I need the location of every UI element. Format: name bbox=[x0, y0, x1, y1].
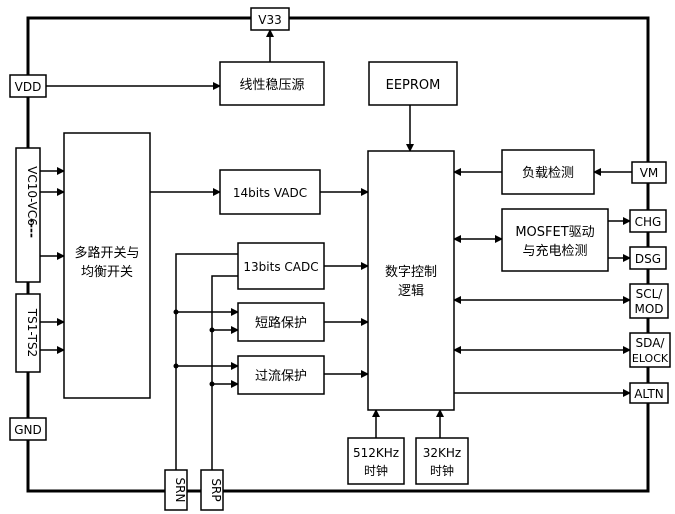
block-eeprom: EEPROM bbox=[368, 61, 458, 106]
block-mosfet-label-2: 与充电检测 bbox=[522, 243, 587, 259]
pin-srn-label: SRN bbox=[173, 478, 187, 503]
pin-ts-label: TS1-TS2 bbox=[25, 308, 39, 357]
block-vadc: 14bits VADC bbox=[219, 169, 321, 215]
pin-v33-label: V33 bbox=[258, 13, 281, 27]
pin-v33: V33 bbox=[250, 7, 290, 31]
pin-scl-mod: SCL/ MOD bbox=[629, 283, 669, 319]
block-mux-label-2: 均衡开关 bbox=[81, 265, 133, 280]
block-digital-label-1: 数字控制 bbox=[385, 265, 437, 280]
pin-vc: VC10-VC6 ---- bbox=[15, 147, 41, 283]
pin-dsg: DSG bbox=[629, 246, 667, 270]
block-ldo: 线性稳压源 bbox=[219, 61, 325, 106]
pin-vdd-label: VDD bbox=[15, 80, 42, 94]
pin-vc-label: VC10-VC6 bbox=[25, 166, 39, 226]
pin-gnd: GND bbox=[9, 417, 47, 441]
block-ldo-label: 线性稳压源 bbox=[239, 77, 304, 93]
block-load-detect-label: 负载检测 bbox=[522, 166, 574, 181]
block-short-label: 短路保护 bbox=[255, 315, 307, 331]
block-digital-logic: 数字控制 逻辑 bbox=[367, 150, 455, 411]
block-mux: 多路开关与 均衡开关 bbox=[63, 132, 151, 399]
pin-scl-label-1: SCL/ bbox=[636, 287, 664, 301]
block-mux-label-1: 多路开关与 bbox=[74, 245, 139, 261]
block-digital-label-2: 逻辑 bbox=[398, 284, 424, 299]
block-cadc: 13bits CADC bbox=[237, 242, 325, 290]
block-vadc-label: 14bits VADC bbox=[233, 186, 307, 200]
pin-altn-label: ALTN bbox=[634, 387, 664, 401]
block-cadc-label: 13bits CADC bbox=[243, 260, 318, 274]
wire-srp-bus bbox=[211, 275, 238, 470]
pin-vc-dots: ---- bbox=[25, 218, 39, 238]
pin-vdd: VDD bbox=[9, 74, 47, 98]
pin-vm-label: VM bbox=[640, 166, 659, 180]
pin-chg: CHG bbox=[629, 209, 667, 233]
pin-sda-label-2: ELOCK bbox=[632, 352, 669, 365]
block-clock-512khz: 512KHz 时钟 bbox=[347, 437, 405, 485]
block-eeprom-label: EEPROM bbox=[386, 78, 441, 93]
pin-vm: VM bbox=[631, 161, 667, 184]
pin-ts: TS1-TS2 bbox=[15, 293, 41, 373]
pin-scl-label-2: MOD bbox=[634, 302, 663, 316]
block-clk32-label-2: 时钟 bbox=[430, 463, 454, 478]
block-load-detect: 负载检测 bbox=[501, 149, 595, 195]
pin-chg-label: CHG bbox=[635, 215, 662, 229]
pin-dsg-label: DSG bbox=[635, 252, 661, 266]
pin-srn: SRN bbox=[164, 469, 188, 511]
block-clk512-label-2: 时钟 bbox=[364, 463, 388, 478]
pin-sda-label-1: SDA/ bbox=[636, 336, 666, 350]
block-clk512-label-1: 512KHz bbox=[353, 446, 399, 460]
pin-srp-label: SRP bbox=[209, 478, 223, 501]
block-mosfet-label-1: MOSFET驱动 bbox=[515, 225, 594, 240]
block-clock-32khz: 32KHz 时钟 bbox=[415, 437, 469, 485]
pin-sda-elock: SDA/ ELOCK bbox=[629, 332, 671, 368]
block-clk32-label-1: 32KHz bbox=[423, 446, 461, 460]
pin-gnd-label: GND bbox=[14, 423, 42, 437]
wire-srn-bus bbox=[175, 253, 238, 470]
pin-altn: ALTN bbox=[629, 382, 669, 404]
block-overcurrent-label: 过流保护 bbox=[255, 369, 307, 384]
block-mosfet-driver: MOSFET驱动 与充电检测 bbox=[501, 208, 609, 272]
block-overcurrent-protection: 过流保护 bbox=[237, 355, 325, 395]
block-short-protection: 短路保护 bbox=[237, 302, 325, 342]
pin-srp: SRP bbox=[200, 469, 224, 511]
connections bbox=[40, 29, 632, 470]
